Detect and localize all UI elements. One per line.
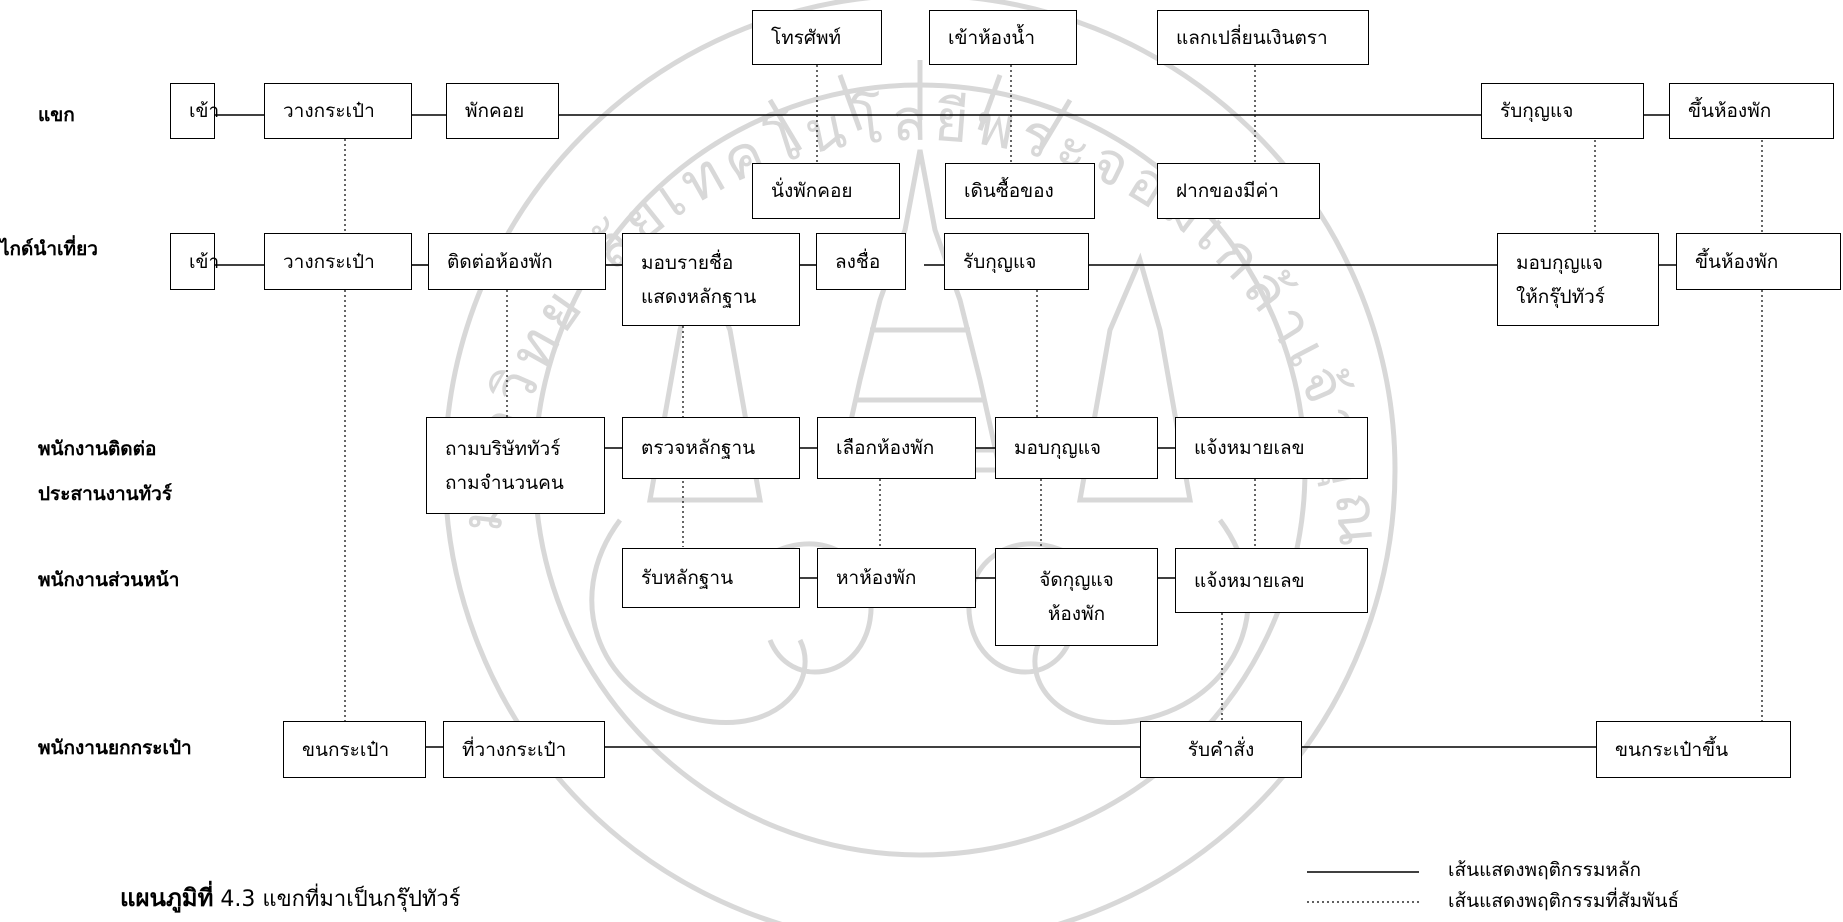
row-label-guide: ไกด์นำเที่ยว <box>0 238 98 260</box>
box-shopping: เดินซื้อของ <box>945 163 1095 219</box>
box-porter-carry-bag: ขนกระเป๋า <box>283 721 426 778</box>
legend-related-behavior: เส้นแสดงพฤติกรรมที่สัมพันธ์ <box>1448 890 1680 912</box>
box-guide-contact-room: ติดต่อห้องพัก <box>428 233 606 290</box>
box-porter-receive-order: รับคำสั่ง <box>1140 721 1302 778</box>
box-restroom: เข้าห้องน้ำ <box>929 10 1077 65</box>
box-guest-place-bag: วางกระเป๋า <box>264 83 412 139</box>
box-guide-place-bag: วางกระเป๋า <box>264 233 412 290</box>
box-guide-submit-list: มอบรายชื่อแสดงหลักฐาน <box>622 233 800 326</box>
box-guide-give-key: มอบกุญแจให้กรุ๊ปทัวร์ <box>1497 233 1659 326</box>
caption-label: แผนภูมิที่ <box>120 884 214 912</box>
row-label-tour-staff-line1: พนักงานติดต่อ <box>38 438 157 460</box>
box-guide-go-to-room: ขึ้นห้องพัก <box>1676 233 1841 290</box>
box-tour-inform-number: แจ้งหมายเลข <box>1175 417 1368 479</box>
box-front-receive-evidence: รับหลักฐาน <box>622 548 800 608</box>
box-porter-bag-place: ที่วางกระเป๋า <box>443 721 605 778</box>
box-phone: โทรศัพท์ <box>752 10 882 65</box>
box-front-inform-number: แจ้งหมายเลข <box>1175 548 1368 613</box>
box-deposit-valuables: ฝากของมีค่า <box>1157 163 1320 219</box>
box-guest-enter: เข้า <box>170 83 219 139</box>
row-label-guest: แขก <box>38 104 75 126</box>
box-tour-ask-company: ถามบริษัททัวร์ถามจำนวนคน <box>426 417 605 514</box>
box-guest-go-to-room: ขึ้นห้องพัก <box>1669 83 1834 139</box>
row-label-porter: พนักงานยกกระเป๋า <box>38 737 192 759</box>
caption-text: 4.3 แขกที่มาเป็นกรุ๊ปทัวร์ <box>220 887 461 912</box>
box-guest-receive-key: รับกุญแจ <box>1481 83 1644 139</box>
box-currency-exchange: แลกเปลี่ยนเงินตรา <box>1157 10 1369 65</box>
box-tour-check-evidence: ตรวจหลักฐาน <box>622 417 800 479</box>
box-sit-waiting: นั่งพักคอย <box>752 163 900 219</box>
figure-caption: แผนภูมิที่ 4.3 แขกที่มาเป็นกรุ๊ปทัวร์ <box>120 883 461 915</box>
box-guide-enter: เข้า <box>170 233 219 290</box>
box-tour-choose-room: เลือกห้องพัก <box>817 417 976 479</box>
box-front-arrange-key: จัดกุญแจห้องพัก <box>995 548 1158 646</box>
row-label-front-office: พนักงานส่วนหน้า <box>38 569 180 591</box>
box-tour-give-key: มอบกุญแจ <box>995 417 1158 479</box>
row-label-tour-staff-line2: ประสานงานทัวร์ <box>38 483 173 505</box>
box-guide-receive-key: รับกุญแจ <box>944 233 1089 290</box>
box-guest-rest: พักคอย <box>446 83 559 139</box>
box-porter-carry-up: ขนกระเป๋าขึ้น <box>1596 721 1791 778</box>
legend-main-behavior: เส้นแสดงพฤติกรรมหลัก <box>1448 859 1642 881</box>
box-front-find-room: หาห้องพัก <box>817 548 976 608</box>
box-guide-sign: ลงชื่อ <box>816 233 906 290</box>
